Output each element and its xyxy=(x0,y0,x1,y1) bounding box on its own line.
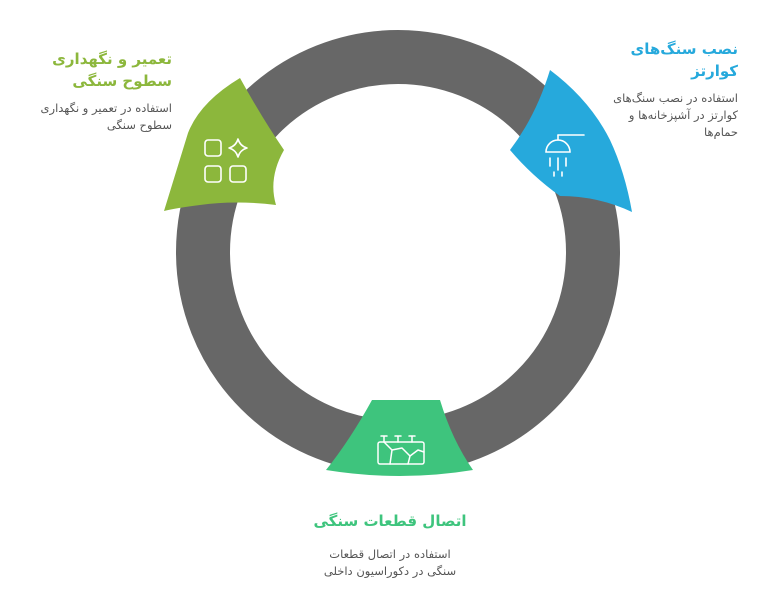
step-desc-quartz-line1: استفاده در نصب سنگ‌های xyxy=(613,91,738,105)
step-desc-quartz-line2: کوارتز در آشپزخانه‌ها و xyxy=(628,108,738,122)
step-title-quartz: نصب سنگ‌های کوارتز xyxy=(600,38,738,82)
step-title-quartz-line1: نصب سنگ‌های xyxy=(630,40,738,58)
step-title-repair-line1: تعمیر و نگهداری xyxy=(52,50,172,68)
step-desc-quartz-line3: حمام‌ها xyxy=(704,125,738,139)
step-desc-quartz: استفاده در نصب سنگ‌های کوارتز در آشپزخان… xyxy=(600,90,738,141)
step-title-joining-line1: اتصال قطعات سنگی xyxy=(313,512,467,530)
step-desc-repair-line2: سطوح سنگی xyxy=(106,118,172,132)
step-desc-joining-line1: استفاده در اتصال قطعات xyxy=(329,547,451,561)
apps-grid-sparkle-icon xyxy=(204,138,248,183)
step-shape-joining xyxy=(326,400,473,476)
step-shape-repair xyxy=(164,78,284,211)
step-desc-repair-line1: استفاده در تعمیر و نگهداری xyxy=(40,101,172,115)
shower-head-icon xyxy=(545,134,585,177)
step-title-repair-line2: سطوح سنگی xyxy=(72,72,172,90)
step-title-repair: تعمیر و نگهداری سطوح سنگی xyxy=(20,48,172,92)
step-desc-joining-line2: سنگی در دکوراسیون داخلی xyxy=(323,564,457,578)
step-title-quartz-line2: کوارتز xyxy=(691,62,738,80)
step-desc-joining: استفاده در اتصال قطعات سنگی در دکوراسیون… xyxy=(300,546,480,580)
cracked-stone-icon xyxy=(377,435,425,465)
step-text-quartz: نصب سنگ‌های کوارتز استفاده در نصب سنگ‌ها… xyxy=(600,38,738,141)
step-shape-quartz xyxy=(510,70,632,212)
step-text-joining: اتصال قطعات سنگی استفاده در اتصال قطعات … xyxy=(300,510,480,580)
step-text-repair: تعمیر و نگهداری سطوح سنگی استفاده در تعم… xyxy=(20,48,172,134)
step-desc-repair: استفاده در تعمیر و نگهداری سطوح سنگی xyxy=(20,100,172,134)
step-title-joining: اتصال قطعات سنگی xyxy=(300,510,480,532)
